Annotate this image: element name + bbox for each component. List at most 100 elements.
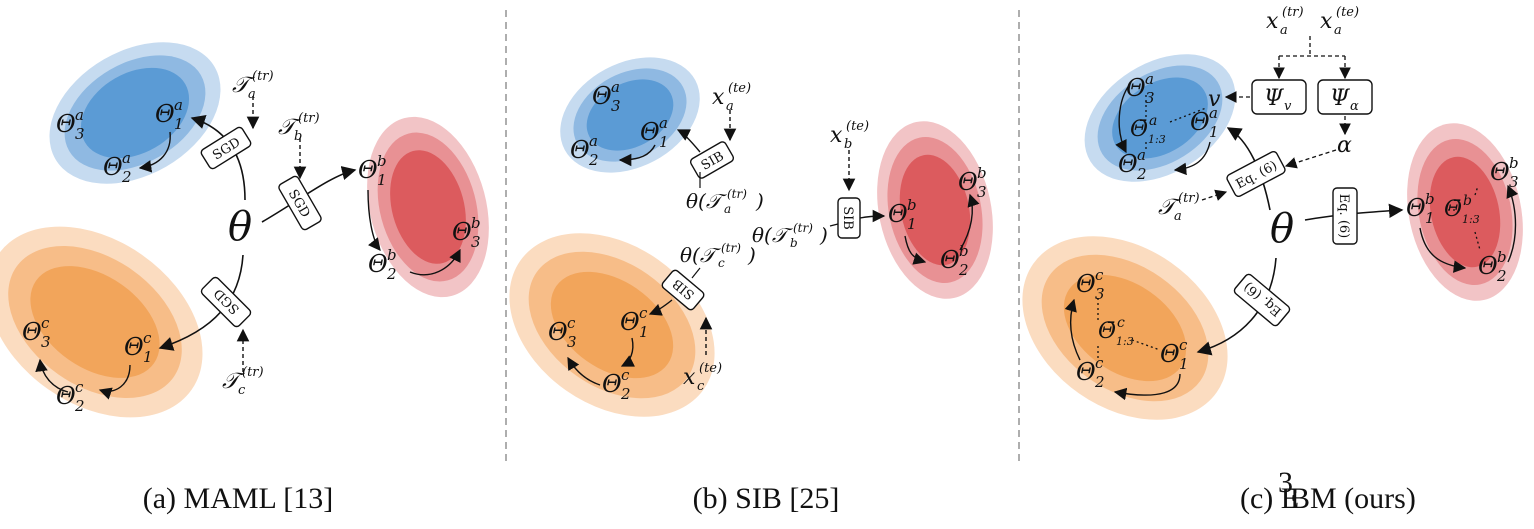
svg-text:Θ: Θ: [103, 153, 123, 181]
svg-text:a: a: [1334, 23, 1342, 38]
v-label: v: [1208, 87, 1221, 112]
cluster-red-c: [1407, 123, 1523, 301]
svg-text:c: c: [639, 304, 648, 322]
svg-text:Θ̄: Θ̄: [1098, 319, 1116, 344]
svg-text:(te): (te): [699, 361, 722, 376]
caption-c: (c) E 3 BM (ours): [1240, 466, 1416, 515]
theta-task-a: θ(𝒯 a (tr) ): [686, 187, 764, 216]
cluster-blue-b: [560, 57, 700, 173]
svg-text:(c) E: (c) E: [1240, 482, 1299, 515]
svg-text:(tr): (tr): [242, 365, 264, 380]
svg-text:Θ: Θ: [592, 82, 612, 110]
svg-text:1: 1: [143, 348, 153, 366]
alpha-label: α: [1337, 133, 1352, 158]
svg-text:a: a: [75, 106, 84, 124]
svg-text:(tr): (tr): [298, 111, 320, 126]
svg-text:Θ: Θ: [1160, 340, 1180, 368]
svg-text:Θ: Θ: [452, 218, 472, 246]
svg-text:Θ: Θ: [958, 168, 978, 196]
svg-text:a: a: [1209, 104, 1218, 122]
svg-text:3: 3: [1095, 285, 1105, 303]
svg-text:a: a: [726, 99, 734, 114]
svg-text:): ): [747, 243, 756, 267]
svg-text:Θ: Θ: [1118, 150, 1138, 178]
svg-text:Θ: Θ: [940, 246, 960, 274]
svg-text:c: c: [621, 366, 630, 384]
sgd-box-a1: SGD: [200, 126, 252, 170]
svg-text:c: c: [1117, 315, 1125, 331]
svg-text:3: 3: [567, 333, 577, 351]
cluster-red-b: [877, 121, 993, 299]
svg-text:b: b: [977, 164, 987, 182]
eq-box-c1: Eq. (6): [1226, 150, 1286, 198]
svg-text:a: a: [248, 87, 256, 102]
svg-text:(tr): (tr): [1282, 5, 1304, 20]
svg-text:3: 3: [611, 97, 621, 115]
task-label-c: 𝒯 c (tr): [222, 365, 264, 398]
svg-text:b: b: [844, 137, 852, 152]
svg-text:): ): [755, 189, 764, 213]
svg-text:b: b: [1497, 248, 1507, 266]
svg-text:b: b: [790, 236, 798, 250]
svg-text:a: a: [1137, 146, 1146, 164]
svg-text:BM (ours): BM (ours): [1290, 482, 1416, 515]
theta-a: θ: [228, 204, 252, 250]
svg-text:α: α: [1350, 99, 1359, 114]
svg-text:a: a: [589, 132, 598, 150]
svg-text:3: 3: [1509, 173, 1519, 191]
svg-text:Θ: Θ: [155, 100, 175, 128]
svg-text:1: 1: [1209, 123, 1219, 141]
svg-text:a: a: [611, 78, 620, 96]
svg-text:a: a: [659, 114, 668, 132]
svg-text:Θ: Θ: [602, 370, 622, 398]
svg-text:Θ: Θ: [358, 156, 378, 184]
svg-text:b: b: [959, 242, 969, 260]
svg-text:Θ: Θ: [22, 318, 42, 346]
svg-text:Θ: Θ: [1478, 252, 1498, 280]
svg-text:c: c: [41, 314, 50, 332]
theta-task-c: θ(𝒯 c (tr) ): [680, 241, 756, 270]
svg-text:(tr): (tr): [1178, 191, 1200, 206]
svg-text:c: c: [143, 329, 152, 347]
cluster-orange-c: [1022, 236, 1228, 420]
svg-text:Θ: Θ: [1076, 270, 1096, 298]
svg-text:b: b: [1425, 190, 1435, 208]
svg-text:Θ: Θ: [368, 250, 388, 278]
svg-text:2: 2: [958, 261, 969, 279]
svg-text:Eq. (6): Eq. (6): [1336, 194, 1351, 239]
svg-text:1: 1: [377, 171, 387, 189]
svg-text:Θ: Θ: [56, 382, 76, 410]
svg-text:Θ̄: Θ̄: [1130, 117, 1148, 142]
cluster-blue-a: [49, 42, 221, 184]
svg-text:a: a: [174, 96, 183, 114]
svg-text:1: 1: [659, 133, 669, 151]
caption-a: (a) MAML [13]: [143, 482, 334, 515]
svg-text:c: c: [567, 314, 576, 332]
theta-c: θ: [1270, 206, 1294, 252]
panel-a: θ SGD SGD SGD 𝒯 a (tr) 𝒯 b: [0, 42, 489, 515]
svg-text:b: b: [294, 129, 302, 144]
svg-text:3: 3: [1278, 466, 1293, 499]
sib-box-b2: SIB: [837, 197, 861, 239]
svg-text:a: a: [724, 202, 731, 216]
svg-text:Θ: Θ: [1190, 108, 1210, 136]
svg-text:a: a: [1174, 209, 1182, 224]
svg-text:x: x: [1266, 9, 1279, 34]
panel-b: SIB SIB SIB x a (te) x b (te): [509, 57, 993, 515]
x-label-b-b: x b (te): [830, 119, 869, 152]
svg-text:(te): (te): [846, 119, 869, 134]
svg-text:Θ: Θ: [1490, 158, 1510, 186]
